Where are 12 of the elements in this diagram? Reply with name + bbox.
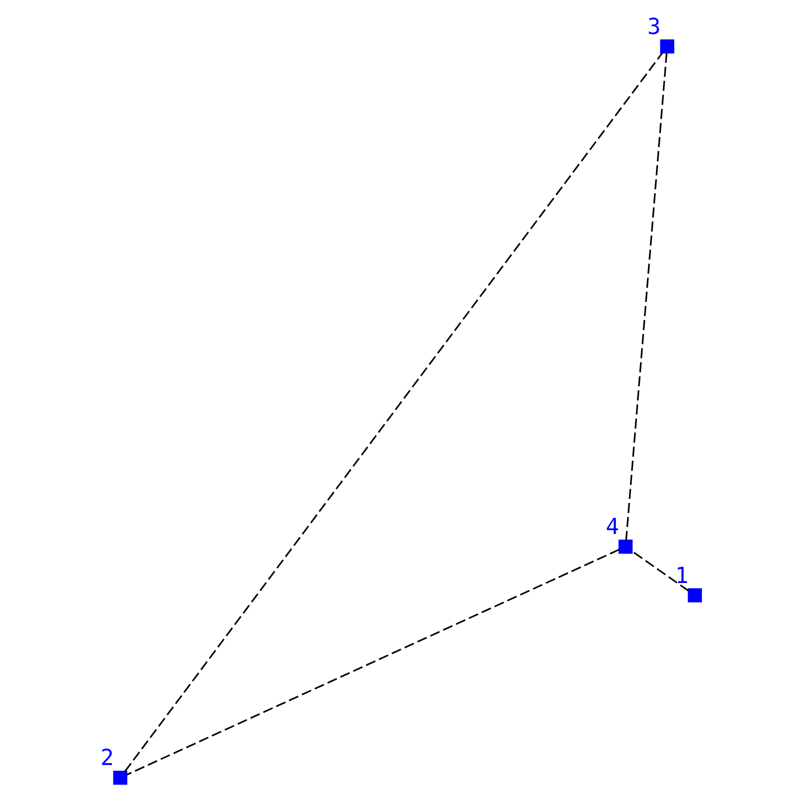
node-label: 2 [100, 745, 114, 772]
node-box [112, 770, 127, 785]
connector [624, 52, 667, 541]
connector [124, 52, 662, 772]
connector [631, 550, 688, 592]
node-box [687, 588, 702, 602]
node-label: 4 [605, 514, 619, 540]
node-label: 3 [646, 14, 660, 40]
node-label: 1 [674, 562, 688, 589]
connector [126, 548, 620, 776]
node-box [660, 39, 674, 54]
node-box [618, 540, 632, 554]
